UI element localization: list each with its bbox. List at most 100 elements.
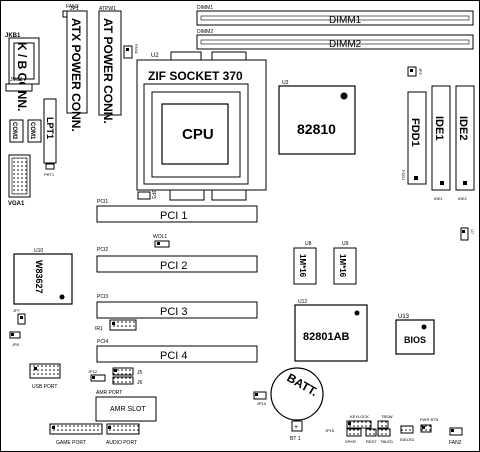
jp8-label: JP8 [12,342,20,347]
com1-connector [27,119,42,143]
ide1-label: IDE1 [433,116,445,140]
lpt1-connector [43,98,57,164]
atx-power-label: ATX POWER CONN. [69,18,83,132]
bt1-label: BT 1 [290,436,301,442]
fan2-label: FAN2 [449,440,462,446]
jp7-pin [20,316,23,319]
jms1-header [5,83,33,92]
cpu-label: CPU [182,126,214,143]
ide1-small-label: IDE1 [434,196,444,201]
game-port-label: GAME PORT [56,440,86,446]
u2-label: U2 [151,53,159,59]
chip-82810-label: 82810 [297,121,336,137]
ideled-label: IDELED [400,437,415,442]
jp15-label: JP15 [325,428,335,433]
usb-port [29,363,61,379]
fdd1-connector [407,91,427,185]
cpu-die [161,103,229,165]
pci2-slot [96,255,258,273]
ideled-header [400,425,414,434]
jp7-label: JP7 [13,308,21,313]
fan3-label: FAN3 [66,4,79,10]
usb-port-pin [34,367,37,370]
jp8-jumper [9,331,21,339]
keylock-header [346,420,372,429]
pci1-small-label: PCI1 [97,199,108,205]
prt1-label: PRT1 [44,172,55,177]
jp12-jumper [90,374,106,382]
pci4-small-label: PCI4 [97,339,108,345]
tbsw-header [377,420,389,429]
com1-label: COM1 [29,122,35,140]
ide2-small-label: IDE2 [458,196,468,201]
jp2-label: JP2 [418,68,423,76]
atx-power-connector [66,10,88,114]
at-power-label: AT POWER CONN. [101,18,115,124]
pwr-btn-label: PWR BTN [420,417,439,422]
com2-label: COM2 [11,122,17,140]
spkr-header [346,428,362,437]
ir1-pin [112,322,115,325]
bios-label: BIOS [404,335,426,345]
kb-connector-inner [13,42,35,80]
dimm1-socket [200,15,470,21]
fan1-pin [126,48,129,51]
tbled-label: TBLED [380,439,393,444]
u12-label: U12 [298,299,307,305]
pci3-slot [96,301,258,319]
audio-port-pin [108,426,111,429]
j5-header [112,367,134,376]
j5-pin [114,369,117,372]
pci2-label: PCI 2 [160,260,188,272]
tbled-header [377,428,391,437]
fan2-header [449,427,463,436]
pci4-label: PCI 4 [160,350,188,362]
chip-u8 [293,247,317,285]
wol1-pin [157,242,160,245]
u3-label: U3 [282,80,289,86]
u8-label: U8 [305,241,312,247]
pci3-small-label: PCI3 [97,294,108,300]
bios-chip [395,319,435,355]
cpu-tab-bottom-left [169,189,205,201]
u7-label: U7 [470,229,475,235]
audio-port [106,423,140,435]
dimm1-top-label: DIMM1 [197,5,213,11]
chip-w83627-pin1 [59,294,65,300]
spkr-label: SPKR [345,439,356,444]
chip-82801ab-label: 82801AB [303,331,350,343]
pwr-btn-pin [422,426,425,429]
jp8-pin [11,333,14,336]
vga1-label: VGA1 [8,201,25,207]
com2-connector [9,119,24,143]
ide2-pin1 [463,181,467,185]
u7-header [460,227,469,241]
amr-slot [95,396,157,422]
ide2-label: IDE2 [457,116,469,140]
jp3-jumper [137,191,151,200]
at-power-connector [98,10,122,116]
lpt1-label: LPT1 [45,117,55,139]
rest-header [365,428,377,437]
ide2-connector [455,85,475,191]
jp3-label: JP3 [150,190,156,199]
fdd1-label: FDD1 [409,118,421,147]
amr-port-label: AMR PORT [96,390,122,396]
kb-conn-label: K / B CONN. [15,42,29,111]
bios-chip-pin1 [421,324,427,330]
j6-header [112,376,134,385]
wol1-header [154,240,170,248]
rest-label: REST [366,439,377,444]
fdd1-pin1 [414,176,418,180]
jp12-label: JP12 [88,369,98,374]
ide1-pin1 [440,181,444,185]
ir1-header [109,319,137,331]
ir1-label: IR1 [95,326,103,332]
u13-label: U13 [398,314,410,320]
jp1-label: JP1 [70,6,79,12]
u7-pin [462,230,465,233]
u9-label: U9 [342,241,349,247]
dimm1-label: DIMM1 [329,15,362,26]
u10-label: U10 [34,248,43,254]
